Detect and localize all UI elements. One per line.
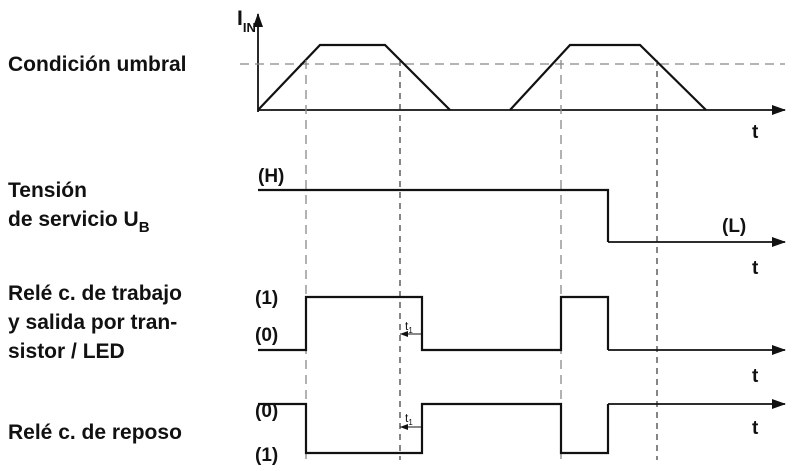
- t-axis-label-3: t: [752, 366, 759, 387]
- current-pulse-2: [509, 43, 707, 111]
- voltage-signal: [258, 188, 610, 242]
- no-relay-zero-label: (0): [255, 325, 278, 346]
- high-level-label: (H): [258, 166, 284, 187]
- no-relay-label-line2: y salida por tran-: [8, 311, 177, 334]
- no-relay-label-line1: Relé c. de trabajo: [8, 282, 182, 305]
- no-relay-signal: [258, 295, 610, 352]
- voltage-label-line1: Tensión: [8, 179, 87, 202]
- t1-label-1: t1: [405, 319, 413, 335]
- nc-relay-signal: [258, 402, 610, 455]
- current-axis-label: IIN: [237, 7, 256, 35]
- t1-label-2: t1: [405, 411, 413, 427]
- voltage-label-line2: de servicio UB: [8, 208, 150, 236]
- t-axis-label-2: t: [752, 258, 759, 279]
- low-level-label: (L): [722, 216, 746, 237]
- no-relay-label-line3: sistor / LED: [8, 340, 125, 363]
- t-axis-label-4: t: [752, 418, 759, 439]
- threshold-label: Condición umbral: [8, 53, 187, 76]
- nc-relay-label: Relé c. de reposo: [8, 421, 182, 444]
- current-pulse-1: [257, 43, 451, 111]
- nc-relay-zero-label: (0): [255, 401, 278, 422]
- no-relay-one-label: (1): [255, 288, 278, 309]
- t-axis-label-1: t: [752, 122, 759, 143]
- nc-relay-one-label: (1): [255, 445, 278, 466]
